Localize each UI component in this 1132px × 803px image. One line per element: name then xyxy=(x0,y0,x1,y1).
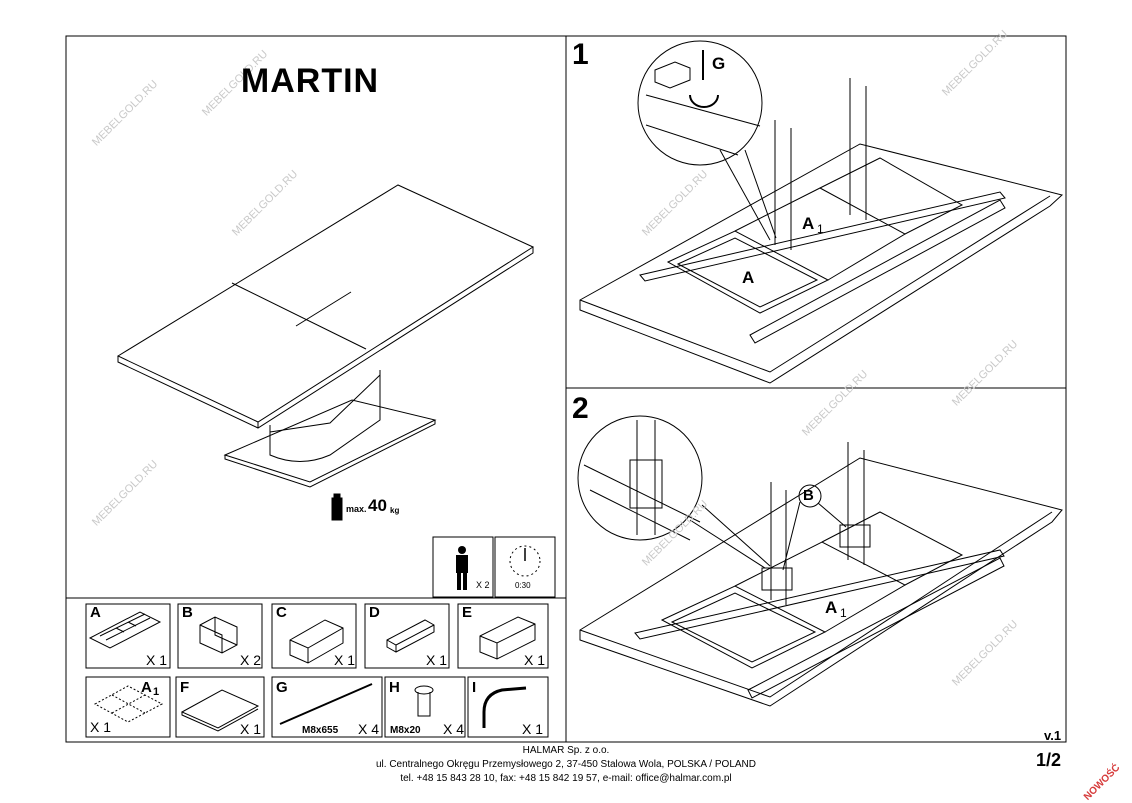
part-b-qty: X 2 xyxy=(240,652,262,668)
part-a-qty: X 1 xyxy=(146,652,168,668)
part-f-drawing xyxy=(180,689,260,732)
step2-frame xyxy=(565,387,1067,743)
footer-company: HALMAR Sp. z o.o. xyxy=(522,745,610,756)
part-d-drawing xyxy=(386,619,435,653)
part-c-qty: X 1 xyxy=(334,652,356,668)
part-d-letter: D xyxy=(369,604,380,621)
part-d-qty: X 1 xyxy=(426,652,448,668)
step2-frame-a1-sub: 1 xyxy=(840,606,847,620)
part-f-qty: X 1 xyxy=(240,721,262,737)
part-e-letter: E xyxy=(462,604,473,621)
part-a-drawing xyxy=(88,611,162,649)
part-a1-sub: 1 xyxy=(153,686,160,698)
part-a1-drawing xyxy=(93,685,164,723)
step2-number: 2 xyxy=(572,392,589,425)
step1-frame-a1-sub: 1 xyxy=(817,222,824,236)
people-count: X 2 xyxy=(476,580,490,590)
step2-part-b-label: B xyxy=(803,487,814,504)
step1-frame xyxy=(565,35,1067,389)
part-a1-qty: X 1 xyxy=(90,719,112,735)
footer-address: ul. Centralnego Okręgu Przemysłowego 2, … xyxy=(375,759,756,770)
part-a-letter: A xyxy=(90,604,101,621)
page-number: 1/2 xyxy=(1036,750,1062,770)
step2-drawing xyxy=(577,415,1063,707)
part-g-letter: G xyxy=(276,679,288,696)
step1-screw-label: G xyxy=(712,54,726,73)
part-h-letter: H xyxy=(389,679,400,696)
part-c-letter: C xyxy=(276,604,287,621)
table-illustration xyxy=(116,184,535,488)
left-panel-frame xyxy=(65,35,567,743)
part-g-qty: X 4 xyxy=(358,721,380,737)
parts-grid xyxy=(85,603,549,738)
part-h-qty: X 4 xyxy=(443,721,465,737)
clock-icon xyxy=(509,545,541,577)
weight-icon xyxy=(331,497,343,521)
step2-frame-a1-label: A xyxy=(825,598,838,617)
version-label: v.1 xyxy=(1044,728,1062,743)
part-h-drawing xyxy=(414,685,434,717)
max-load-label: max. xyxy=(346,504,367,514)
person-icon xyxy=(456,546,468,590)
time-box xyxy=(494,536,556,598)
part-f-letter: F xyxy=(180,679,190,696)
part-e-drawing xyxy=(479,616,536,660)
part-e-qty: X 1 xyxy=(524,652,546,668)
step1-number: 1 xyxy=(572,38,589,71)
part-i-qty: X 1 xyxy=(522,721,544,737)
max-load-value: 40 xyxy=(368,496,387,515)
step1-drawing xyxy=(579,40,1064,384)
part-g-spec: M8x655 xyxy=(302,725,339,736)
part-i-drawing xyxy=(482,686,527,728)
part-h-spec: M8x20 xyxy=(390,725,421,736)
part-a1-letter: A xyxy=(141,679,152,696)
part-c-drawing xyxy=(289,619,344,664)
part-b-drawing xyxy=(199,616,238,654)
max-load-unit: kg xyxy=(390,506,400,515)
footer-contact: tel. +48 15 843 28 10, fax: +48 15 842 1… xyxy=(400,773,732,784)
part-g-drawing xyxy=(279,683,373,725)
part-b-letter: B xyxy=(182,604,193,621)
step1-frame-a1-label: A xyxy=(802,214,815,233)
part-i-letter: I xyxy=(472,679,477,696)
assembly-time: 0:30 xyxy=(515,581,531,590)
parts-table-frame xyxy=(65,597,567,743)
people-box xyxy=(432,536,494,598)
product-title: MARTIN xyxy=(240,62,380,100)
step1-frame-a-label: A xyxy=(742,268,755,287)
